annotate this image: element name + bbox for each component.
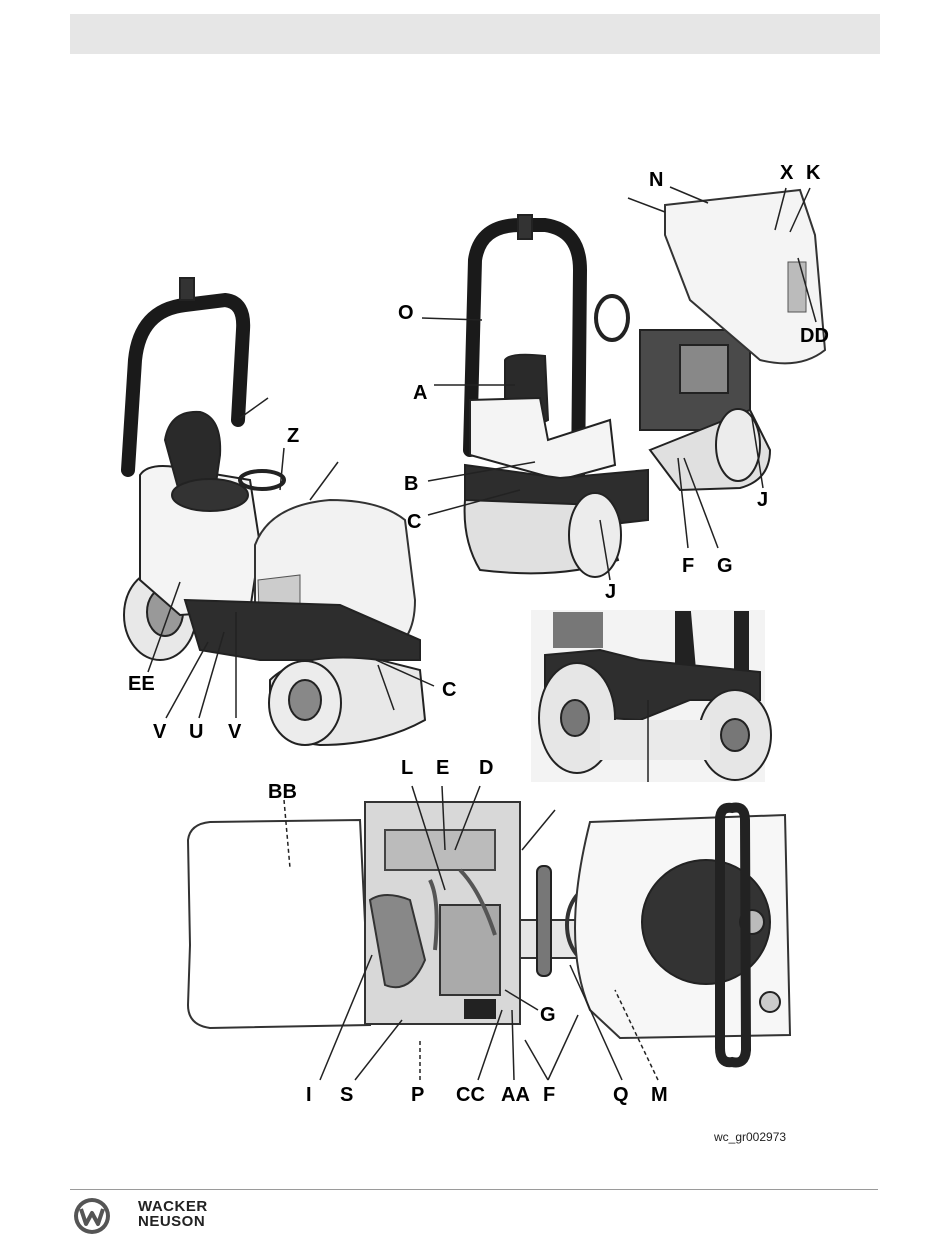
figure-code: wc_gr002973 [714, 1130, 786, 1144]
label-f-upper: F [682, 556, 694, 576]
label-z: Z [287, 426, 299, 446]
label-v-right: V [228, 722, 241, 742]
label-aa: AA [501, 1085, 530, 1105]
label-f-lower: F [543, 1085, 555, 1105]
roller-right-view [422, 187, 825, 580]
label-b: B [404, 474, 418, 494]
label-i: I [306, 1085, 312, 1105]
label-p: P [411, 1085, 424, 1105]
label-u: U [189, 722, 203, 742]
label-l: L [401, 758, 413, 778]
label-d: D [479, 758, 493, 778]
brand-name: WACKER NEUSON [138, 1199, 208, 1229]
label-cc: CC [456, 1085, 485, 1105]
label-bb: BB [268, 782, 297, 802]
label-v-left: V [153, 722, 166, 742]
brand-line-2: NEUSON [138, 1214, 208, 1229]
label-x: X [780, 163, 793, 183]
label-m: M [651, 1085, 668, 1105]
label-n: N [649, 170, 663, 190]
label-s: S [340, 1085, 353, 1105]
roller-left-view [124, 278, 434, 745]
label-j-right: J [757, 490, 768, 510]
label-ee: EE [128, 674, 155, 694]
label-a: A [413, 383, 427, 403]
label-c-upper: C [407, 512, 421, 532]
detail-inset [531, 610, 771, 782]
label-g-upper: G [717, 556, 733, 576]
label-g-lower: G [540, 1005, 556, 1025]
label-q: Q [613, 1085, 629, 1105]
roller-top-view [188, 786, 790, 1080]
label-dd: DD [800, 326, 829, 346]
label-c-lower: C [442, 680, 456, 700]
label-k: K [806, 163, 820, 183]
wacker-neuson-logo-icon [70, 1194, 126, 1238]
label-e: E [436, 758, 449, 778]
footer-rule [70, 1189, 878, 1190]
label-o: O [398, 303, 414, 323]
brand-line-1: WACKER [138, 1199, 208, 1214]
label-j-left: J [605, 582, 616, 602]
